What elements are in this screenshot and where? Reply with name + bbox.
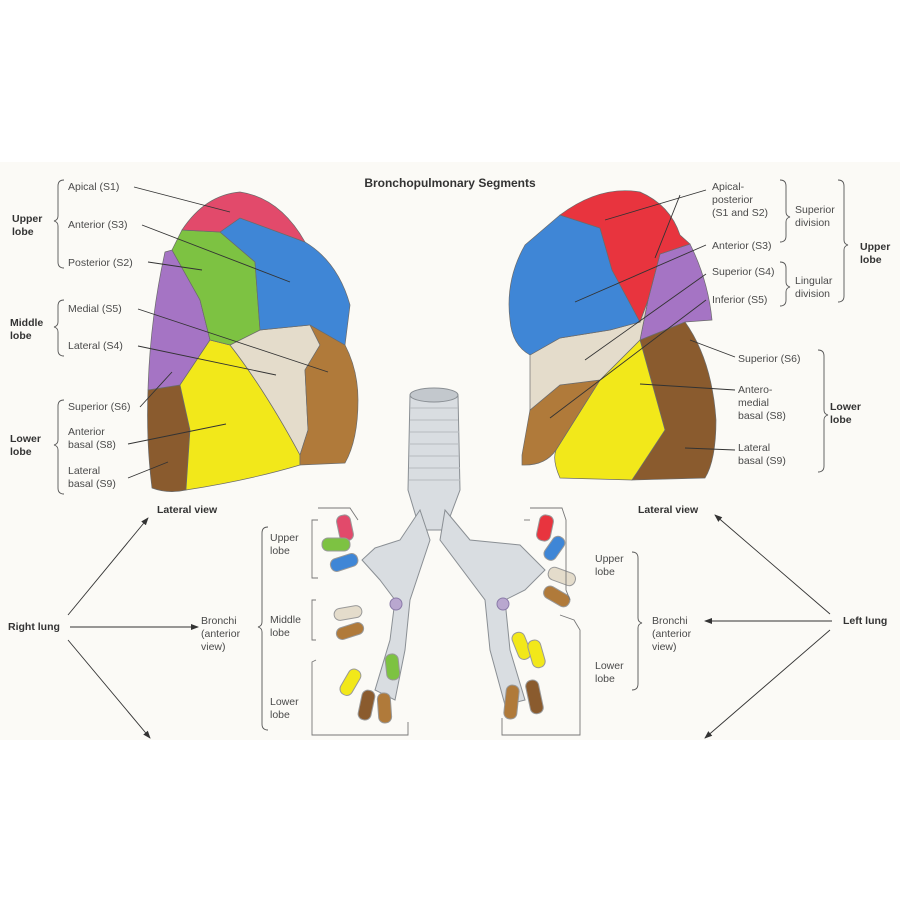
segment-left-superior-s6: [639, 243, 713, 341]
label-left-inferior: Inferior (S5): [712, 294, 767, 306]
label-left-superior-s4: Superior (S4): [712, 266, 774, 278]
left-lung-illustration: [508, 190, 717, 481]
segment-left-apical-posterior: [559, 190, 691, 323]
right-lung-illustration: [147, 191, 359, 492]
right-lung-arrows: [67, 517, 199, 739]
left-lung-braces: [779, 179, 849, 473]
right-lung-leader-lines: [127, 186, 329, 479]
label-right-superior: Superior (S6): [68, 401, 130, 413]
trachea: [407, 394, 461, 531]
left-lung-label: Left lung: [843, 615, 887, 627]
segment-right-lateral-basal: [147, 384, 191, 492]
label-left-anterior: Anterior (S3): [712, 240, 772, 252]
left-lung-leader-lines: [549, 189, 736, 451]
label-right-anterior: Anterior (S3): [68, 219, 128, 231]
bronchial-tree: [321, 387, 577, 724]
trachea-opening: [409, 387, 459, 403]
right-lateral-view-label: Lateral view: [157, 504, 218, 516]
segment-right-anterior: [219, 217, 351, 346]
diagram-title: Bronchopulmonary Segments: [364, 176, 536, 190]
label-left-apical-posterior: Apical-posterior(S1 and S2): [712, 181, 768, 219]
bronchi-callouts: [257, 507, 643, 736]
label-left-superior-s6: Superior (S6): [738, 353, 800, 365]
label-right-lateral: Lateral (S4): [68, 340, 123, 352]
right-lung-label: Right lung: [8, 621, 60, 633]
left-lung-arrows: [704, 514, 832, 739]
label-right-medial: Medial (S5): [68, 303, 122, 315]
label-right-posterior: Posterior (S2): [68, 257, 133, 269]
segment-right-apical: [181, 191, 306, 243]
left-lateral-view-label: Lateral view: [638, 504, 699, 516]
label-right-apical: Apical (S1): [68, 181, 119, 193]
segment-left-lateral-basal: [631, 321, 717, 481]
right-lung-braces: [53, 179, 65, 495]
segment-right-medial: [299, 324, 359, 466]
